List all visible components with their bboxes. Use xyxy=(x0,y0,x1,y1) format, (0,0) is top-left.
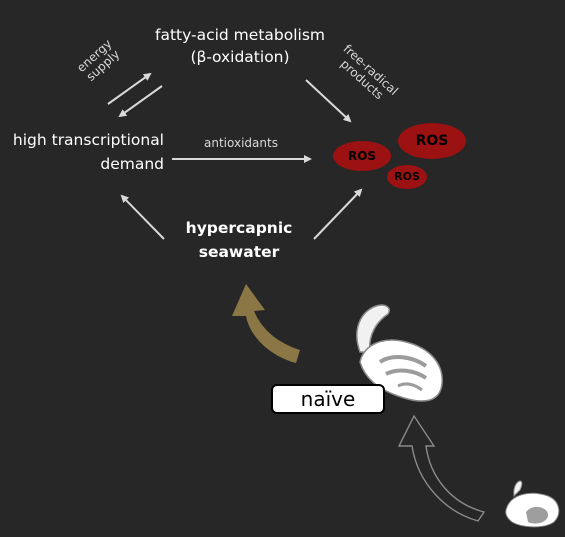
oyster-shell-small-icon xyxy=(505,480,560,528)
label-antioxidants: antioxidants xyxy=(204,136,278,150)
ros-blob-3 xyxy=(387,165,427,189)
arrow-free-radical xyxy=(305,79,352,123)
node-transcriptional-line1: high transcriptional xyxy=(12,131,164,149)
arrow-seawater-right xyxy=(313,188,363,240)
node-fatty-acid-line2: (β-oxidation) xyxy=(190,48,290,66)
arrow-energy-down xyxy=(118,85,163,118)
node-fatty-acid-metabolism: fatty-acid metabolism (β-oxidation) xyxy=(150,24,330,68)
arrow-energy-up xyxy=(107,72,152,105)
node-hypercapnic-seawater: hypercapnic seawater xyxy=(168,216,310,264)
ros-label-3: ROS xyxy=(394,170,420,183)
ros-label-1: ROS xyxy=(347,149,377,163)
arrow-seawater-left xyxy=(120,194,165,240)
gold-curved-arrow xyxy=(232,284,300,363)
node-hypercapnic-line2: seawater xyxy=(198,243,280,261)
node-high-transcriptional-demand: high transcriptional demand xyxy=(8,128,164,176)
node-fatty-acid-line1: fatty-acid metabolism xyxy=(154,26,325,44)
ros-blob-1 xyxy=(333,141,391,171)
node-transcriptional-line2: demand xyxy=(100,155,164,173)
naive-label-box: naïve xyxy=(271,384,385,414)
ros-label-2: ROS xyxy=(415,133,449,149)
node-hypercapnic-line1: hypercapnic xyxy=(185,219,293,237)
outline-curved-arrow xyxy=(397,414,486,522)
ros-blob-2 xyxy=(398,123,466,159)
